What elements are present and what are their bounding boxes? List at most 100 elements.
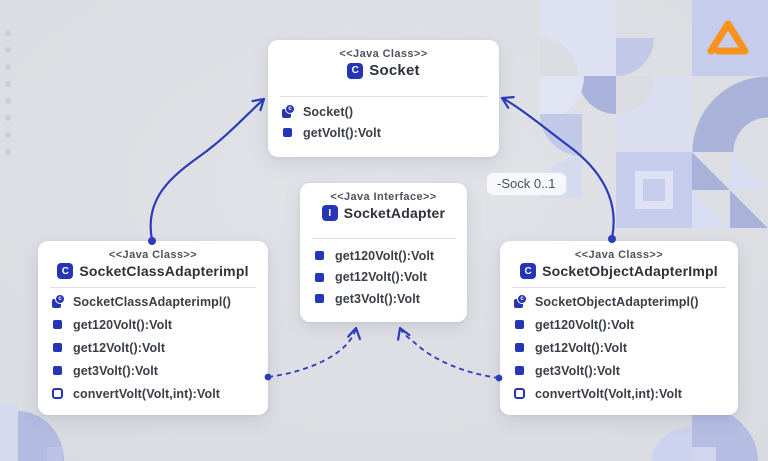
interface-node-socketadapter: <<Java Interface>> I SocketAdapter get12… (300, 183, 467, 322)
deco-fan (578, 76, 616, 114)
class-node-socket: <<Java Class>> C Socket Socket() getVolt(… (268, 40, 499, 157)
member-list: Socket() getVolt():Volt (268, 101, 499, 143)
method-icon (52, 318, 65, 331)
package-icon (514, 387, 527, 400)
member-row: get3Volt():Volt (314, 288, 467, 310)
member-signature: get120Volt():Volt (335, 248, 435, 263)
dot (5, 115, 11, 121)
divider (280, 96, 487, 97)
method-icon (514, 318, 527, 331)
divider (50, 287, 256, 288)
interface-name: SocketAdapter (343, 205, 446, 221)
member-row: get12Volt():Volt (314, 267, 467, 289)
method-icon (314, 249, 327, 262)
class-title: C Socket (268, 62, 499, 79)
member-signature: get3Volt():Volt (535, 363, 621, 378)
deco-quarter-ring (692, 76, 768, 152)
member-signature: SocketObjectAdapterimpl() (535, 294, 699, 309)
dot (5, 149, 11, 155)
deco-triangle (692, 190, 730, 228)
stereotype-label: <<Java Class>> (339, 48, 428, 60)
member-row: get120Volt():Volt (514, 313, 738, 336)
member-row: Socket() (282, 101, 499, 122)
member-signature: get120Volt():Volt (535, 317, 635, 332)
member-signature: get3Volt():Volt (73, 363, 159, 378)
dot (5, 47, 11, 53)
member-row: get12Volt():Volt (514, 336, 738, 359)
dot (5, 64, 11, 70)
method-icon (282, 126, 295, 139)
deco-triangle (730, 190, 768, 228)
realization-right (397, 326, 500, 379)
method-icon (514, 364, 527, 377)
member-row: SocketObjectAdapterimpl() (514, 290, 738, 313)
member-signature: get12Volt():Volt (73, 340, 166, 355)
deco-fan (652, 427, 692, 461)
member-row: SocketClassAdapterimpl() (52, 290, 268, 313)
deco-square (692, 447, 716, 461)
member-list: SocketClassAdapterimpl() get120Volt():Vol… (38, 290, 268, 405)
class-icon: C (520, 263, 537, 279)
divider (512, 287, 726, 288)
member-signature: get120Volt():Volt (73, 317, 173, 332)
deco-square (47, 447, 62, 461)
stereotype-label: <<Java Class>> (574, 249, 664, 261)
deco-triangle (692, 152, 730, 190)
deco-fan (616, 38, 654, 76)
class-title: C SocketObjectAdapterImpl (500, 263, 738, 279)
stereotype-label: <<Java Class>> (108, 249, 198, 261)
stereotype-label: <<Java Interface>> (330, 191, 437, 203)
member-list: SocketObjectAdapterimpl() get120Volt():Vo… (500, 290, 738, 405)
class-node-socketclassadapterimpl: <<Java Class>> C SocketClassAdapterimpl … (38, 241, 268, 415)
divider (312, 238, 455, 239)
dot (5, 81, 11, 87)
member-signature: SocketClassAdapterimpl() (73, 294, 231, 309)
deco-triangle (730, 152, 768, 190)
dot (5, 30, 11, 36)
member-signature: convertVolt(Volt,int):Volt (73, 386, 221, 401)
member-row: getVolt():Volt (282, 122, 499, 143)
constructor-icon (52, 294, 65, 308)
method-icon (314, 292, 327, 305)
member-signature: Socket() (303, 104, 354, 119)
method-icon (52, 364, 65, 377)
member-row: get3Volt():Volt (52, 359, 268, 382)
association-label: -Sock 0..1 (486, 172, 567, 196)
method-icon (514, 341, 527, 354)
member-row: get12Volt():Volt (52, 336, 268, 359)
member-row: get120Volt():Volt (314, 245, 467, 267)
interface-icon: I (321, 205, 338, 221)
method-icon (314, 271, 327, 284)
constructor-icon (514, 294, 527, 308)
triangle-logo-icon (707, 20, 749, 55)
logo-tile (692, 0, 768, 76)
deco-triangle-tile (692, 152, 768, 228)
package-icon (52, 387, 65, 400)
constructor-icon (282, 104, 295, 118)
member-signature: get12Volt():Volt (335, 270, 428, 285)
member-signature: get12Volt():Volt (535, 340, 628, 355)
member-row: convertVolt(Volt,int):Volt (52, 382, 268, 405)
dot (5, 132, 11, 138)
class-node-socketobjectadapterimpl: <<Java Class>> C SocketObjectAdapterImpl… (500, 241, 738, 415)
class-icon: C (347, 62, 364, 79)
member-row: get120Volt():Volt (52, 313, 268, 336)
class-icon: C (57, 263, 74, 279)
member-signature: get3Volt():Volt (335, 291, 421, 306)
member-row: convertVolt(Volt,int):Volt (514, 382, 738, 405)
dot-grid (5, 30, 11, 155)
class-name: Socket (369, 62, 420, 79)
class-name: SocketObjectAdapterImpl (542, 263, 718, 279)
member-row: get3Volt():Volt (514, 359, 738, 382)
member-signature: convertVolt(Volt,int):Volt (535, 386, 683, 401)
class-title: C SocketClassAdapterimpl (38, 263, 268, 279)
member-signature: getVolt():Volt (303, 125, 381, 140)
dot (5, 98, 11, 104)
realization-left (267, 326, 362, 378)
association-left (149, 97, 266, 241)
class-name: SocketClassAdapterimpl (79, 263, 249, 279)
member-list: get120Volt():Volt get12Volt():Volt get3Vol… (300, 245, 467, 310)
deco-outline-square-tile (616, 152, 692, 228)
method-icon (52, 341, 65, 354)
